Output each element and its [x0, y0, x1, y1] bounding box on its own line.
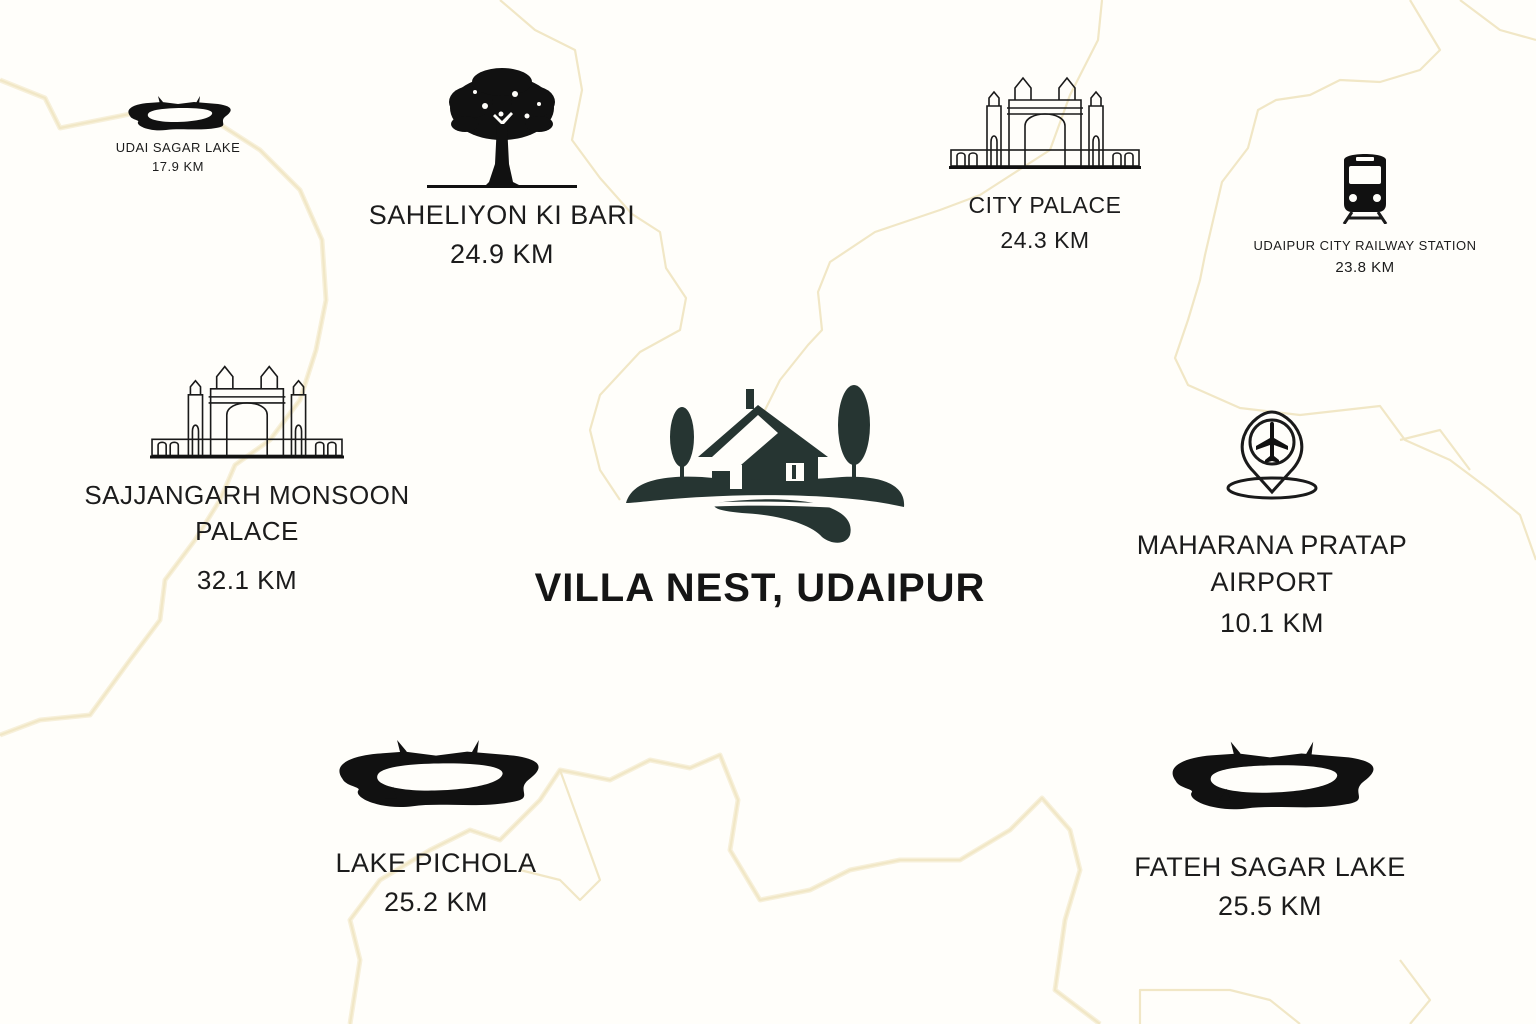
palace-icon [62, 358, 432, 460]
airport-pin-icon [1100, 408, 1444, 502]
place-name: LAKE PICHOLA [335, 848, 537, 878]
place-distance: 17.9 KM [152, 159, 204, 174]
place-name-line-2: PALACE [195, 516, 299, 546]
train-icon [1240, 150, 1490, 224]
place-name-line-1: MAHARANA PRATAP [1136, 530, 1408, 560]
place-name: FATEH SAGAR LAKE [1134, 852, 1406, 882]
place-city-palace[interactable]: CITY PALACE 24.3 KM [940, 70, 1150, 254]
place-udaipur-city-railway-station[interactable]: UDAIPUR CITY RAILWAY STATION 23.8 KM [1240, 150, 1490, 276]
place-udai-sagar-lake[interactable]: UDAI SAGAR LAKE 17.9 KM [98, 96, 258, 174]
lake-icon [1120, 740, 1420, 818]
palace-icon [940, 70, 1150, 170]
place-distance: 10.1 KM [1219, 608, 1325, 638]
house-with-trees-icon [620, 385, 910, 547]
lake-icon [300, 740, 572, 814]
center-title: VILLA NEST, UDAIPUR [534, 566, 986, 610]
place-sajjangarh-monsoon-palace[interactable]: SAJJANGARH MONSOON PALACE 32.1 KM [62, 358, 432, 596]
place-lake-pichola[interactable]: LAKE PICHOLA 25.2 KM [300, 740, 572, 918]
place-distance: 24.9 KM [449, 239, 555, 269]
place-distance: 25.2 KM [383, 887, 489, 917]
place-fateh-sagar-lake[interactable]: FATEH SAGAR LAKE 25.5 KM [1120, 740, 1420, 922]
center-villa-nest[interactable] [620, 385, 910, 547]
place-name-line-2: AIRPORT [1210, 567, 1334, 597]
place-name: CITY PALACE [968, 192, 1122, 218]
place-name: UDAIPUR CITY RAILWAY STATION [1253, 238, 1477, 253]
place-maharana-pratap-airport[interactable]: MAHARANA PRATAP AIRPORT 10.1 KM [1100, 408, 1444, 639]
place-name: SAHELIYON KI BARI [368, 200, 636, 230]
place-distance: 23.8 KM [1335, 259, 1395, 276]
place-distance: 24.3 KM [1000, 227, 1090, 253]
lake-icon [98, 96, 258, 134]
place-name: UDAI SAGAR LAKE [115, 140, 241, 155]
place-saheliyon-ki-bari[interactable]: SAHELIYON KI BARI 24.9 KM [352, 64, 652, 270]
place-distance: 25.5 KM [1217, 891, 1323, 921]
place-distance: 32.1 KM [196, 565, 298, 595]
tree-icon [352, 64, 652, 192]
place-name-line-1: SAJJANGARH MONSOON [84, 480, 410, 510]
